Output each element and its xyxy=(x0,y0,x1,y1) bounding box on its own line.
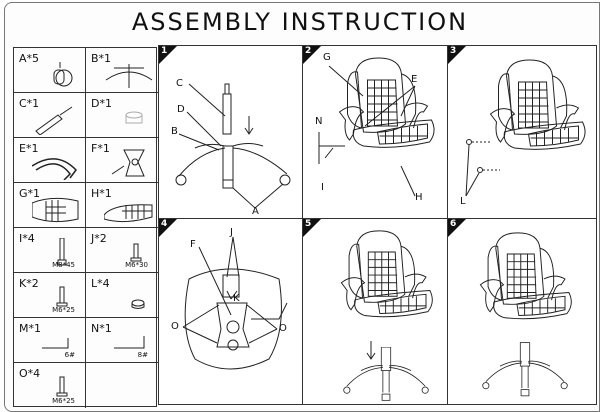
part-id: I*4 xyxy=(19,232,35,245)
part-id: E*1 xyxy=(19,142,39,155)
part-c: C*1 xyxy=(14,93,86,138)
part-id: F*1 xyxy=(91,142,110,155)
step-number: 5 xyxy=(305,219,312,229)
step-number: 6 xyxy=(450,219,457,229)
callout-label: C xyxy=(176,78,183,89)
step-3-panel: 3 L xyxy=(447,45,597,219)
part-h: H*1 xyxy=(86,183,158,228)
part-id: C*1 xyxy=(19,97,40,110)
callout-label: H xyxy=(415,192,423,203)
step-badge xyxy=(159,46,177,64)
callout-label: O xyxy=(171,321,179,332)
step-4-panel: 4 F J K O O xyxy=(158,218,303,405)
allen-key-icon xyxy=(114,336,145,349)
callout-label: A xyxy=(252,206,259,217)
step-number: 4 xyxy=(161,219,168,229)
page-title: ASSEMBLY INSTRUCTION xyxy=(131,8,469,36)
part-m: M*1 6# xyxy=(14,318,86,363)
bolt-icon xyxy=(56,376,68,397)
callout-label: I xyxy=(321,182,324,193)
part-k: K*2 M6*25 xyxy=(14,273,86,318)
callout-label: L xyxy=(460,196,466,207)
part-id: H*1 xyxy=(91,187,112,200)
armrest-icon xyxy=(32,158,77,180)
step-badge xyxy=(448,46,466,64)
part-empty xyxy=(86,363,158,408)
base-assembly-drawing xyxy=(175,83,291,209)
seat-backrest-drawing xyxy=(318,57,435,197)
caps-drawing xyxy=(465,59,586,197)
bolt-icon xyxy=(56,286,68,307)
part-g: G*1 xyxy=(14,183,86,228)
step-2-panel: 2 G E N I H xyxy=(302,45,448,219)
part-d: D*1 xyxy=(86,93,158,138)
part-id: O*4 xyxy=(19,367,41,380)
cap-icon xyxy=(131,299,145,309)
callout-label: J xyxy=(230,227,233,238)
step-6-panel: 6 xyxy=(447,218,597,405)
part-spec: M6*25 xyxy=(52,306,75,314)
backrest-icon xyxy=(32,197,79,223)
part-spec: M6*30 xyxy=(125,261,148,269)
seat-icon xyxy=(104,204,153,223)
part-spec: 6# xyxy=(64,351,75,359)
cover-ring-icon xyxy=(125,111,143,124)
part-j: J*2 M6*30 xyxy=(86,228,158,273)
mechanism-drawing xyxy=(182,236,288,370)
callout-label: B xyxy=(171,126,178,137)
part-b: B*1 xyxy=(86,48,158,93)
part-id: L*4 xyxy=(91,277,110,290)
step-1-panel: 1 C D B A xyxy=(158,45,303,219)
part-f: F*1 xyxy=(86,138,158,183)
part-id: M*1 xyxy=(19,322,41,335)
callout-label: E xyxy=(411,74,418,85)
part-spec: M8*45 xyxy=(52,261,75,269)
part-id: K*2 xyxy=(19,277,39,290)
callout-label: O xyxy=(279,323,287,334)
part-o: O*4 M6*25 xyxy=(14,363,86,408)
callout-label: G xyxy=(323,52,331,63)
callout-label: D xyxy=(177,104,185,115)
step-badge xyxy=(303,219,321,237)
part-spec: 8# xyxy=(137,351,148,359)
callout-label: N xyxy=(315,116,323,127)
callout-label: K xyxy=(233,293,240,304)
chair-base-icon xyxy=(105,64,153,88)
part-id: N*1 xyxy=(91,322,112,335)
part-n: N*1 8# xyxy=(86,318,158,363)
part-i: I*4 M8*45 xyxy=(14,228,86,273)
allen-key-icon xyxy=(42,338,69,349)
step-number: 2 xyxy=(305,46,312,56)
bolt-icon xyxy=(130,243,142,262)
mechanism-icon xyxy=(111,149,145,177)
part-e: E*1 xyxy=(14,138,86,183)
parts-list: A*5 B*1 C*1 D*1 E*1 F*1 G*1 H*1 I*4 M8*4… xyxy=(13,47,158,408)
step-number: 3 xyxy=(450,46,457,56)
part-id: A*5 xyxy=(19,52,40,65)
step-badge xyxy=(448,219,466,237)
step-badge xyxy=(159,219,177,237)
completed-chair-drawing xyxy=(479,232,572,397)
part-spec: M6*25 xyxy=(52,397,75,405)
gas-lift-icon xyxy=(35,106,73,135)
step-number: 1 xyxy=(161,46,168,56)
step-5-panel: 5 xyxy=(302,218,448,405)
step-badge xyxy=(303,46,321,64)
part-id: D*1 xyxy=(91,97,112,110)
caster-wheel-icon xyxy=(53,62,73,87)
part-id: G*1 xyxy=(19,187,41,200)
part-id: B*1 xyxy=(91,52,112,65)
part-id: J*2 xyxy=(91,232,107,245)
attach-base-drawing xyxy=(340,230,433,401)
part-l: L*4 xyxy=(86,273,158,318)
bolt-icon xyxy=(57,238,67,266)
callout-label: F xyxy=(190,239,196,250)
part-a: A*5 xyxy=(14,48,86,93)
